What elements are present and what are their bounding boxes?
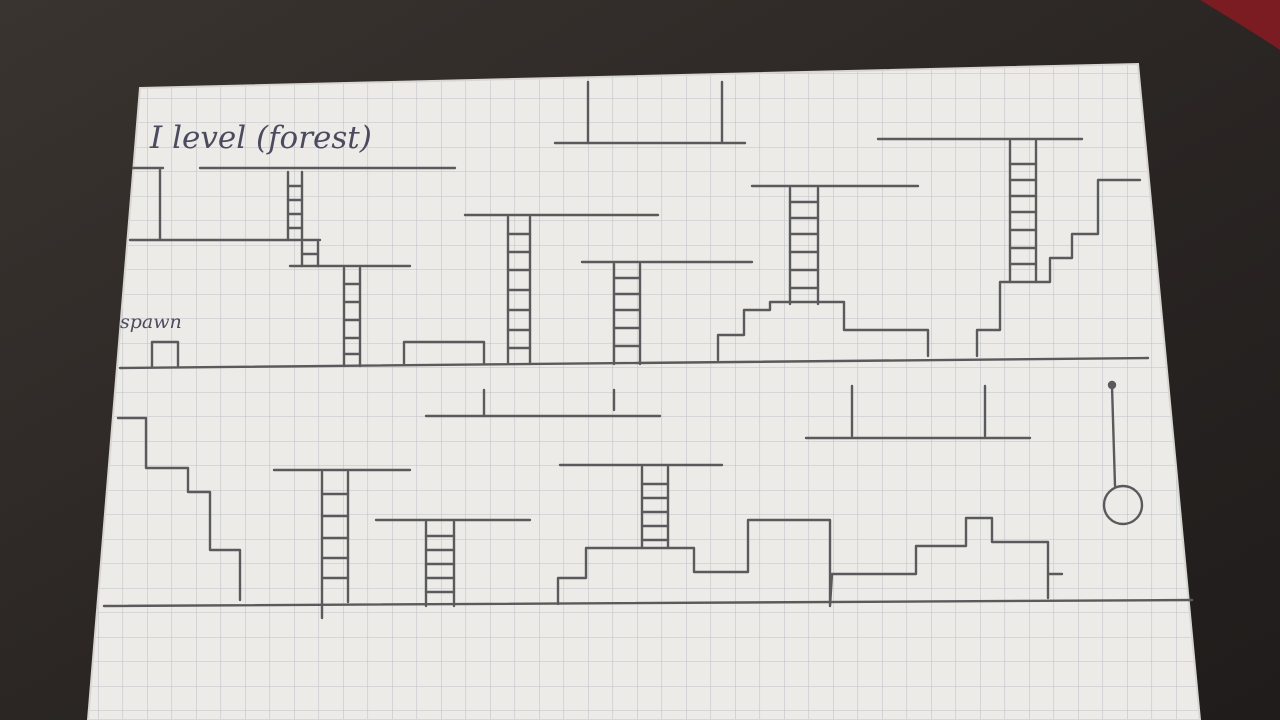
row2-terrain	[556, 516, 1064, 608]
ladder-6	[788, 186, 820, 306]
red-object-corner	[1200, 0, 1280, 50]
ladder-7	[1008, 139, 1038, 284]
ladder-1	[286, 170, 304, 242]
ladder-10	[640, 465, 670, 550]
pencil-drawing	[102, 80, 1194, 620]
ladder-4	[506, 215, 532, 366]
spawn-label: spawn	[120, 311, 182, 333]
row1-block-1	[402, 340, 486, 366]
level-title: I level (forest)	[149, 120, 372, 156]
goal-marker	[1102, 380, 1144, 526]
row1-stairs	[975, 178, 1142, 358]
ladder-5	[612, 262, 642, 366]
ladder-2	[300, 240, 320, 268]
row2-left-stairs	[116, 416, 242, 602]
paper-sheet	[86, 62, 1202, 720]
spawn-box	[150, 340, 180, 368]
ladder-3	[342, 266, 362, 368]
ladder-9	[424, 520, 456, 608]
row1-walls	[158, 80, 724, 242]
row1-ground	[118, 356, 1150, 370]
ladder-8	[320, 470, 350, 620]
row1-platforms	[128, 137, 1084, 268]
row1-hill	[716, 300, 930, 362]
row2-ground	[102, 598, 1194, 608]
row2-ceiling-platforms	[272, 384, 1032, 522]
